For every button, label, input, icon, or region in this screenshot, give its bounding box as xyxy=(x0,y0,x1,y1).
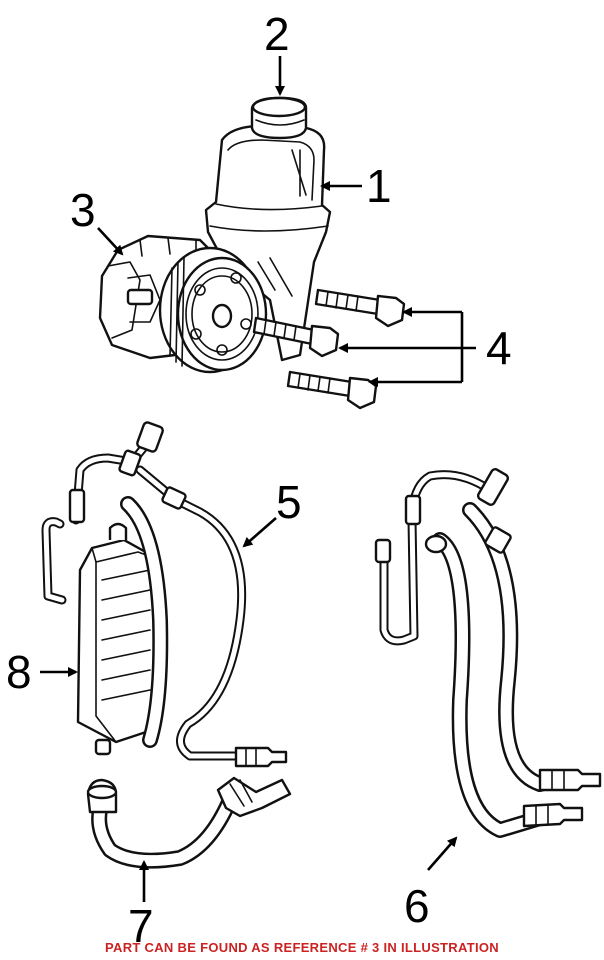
mounting-bolts xyxy=(252,288,406,410)
callout-7: 7 xyxy=(128,900,154,952)
arrow-4 xyxy=(338,307,476,387)
reservoir-cap xyxy=(250,96,308,140)
callout-3: 3 xyxy=(70,184,96,236)
callout-5: 5 xyxy=(276,476,302,528)
arrow-6 xyxy=(427,836,458,871)
hose-set-right xyxy=(374,468,602,838)
pulley xyxy=(158,246,268,374)
callout-1: 1 xyxy=(366,160,392,212)
bolt-middle xyxy=(252,316,340,358)
pressure-hose xyxy=(68,421,288,768)
bolt-top xyxy=(314,288,406,328)
callout-8: 8 xyxy=(6,646,32,698)
arrow-5 xyxy=(242,517,277,548)
callout-6: 6 xyxy=(404,880,430,932)
power-steering-pump-assembly xyxy=(98,96,406,410)
footer-note: PART CAN BE FOUND AS REFERENCE # 3 IN IL… xyxy=(105,940,499,955)
callout-2: 2 xyxy=(264,8,290,60)
callout-numbers: 1 2 3 4 5 6 7 8 xyxy=(6,8,512,952)
arrow-3 xyxy=(97,227,124,256)
oil-cooler xyxy=(41,517,162,756)
bolt-bottom xyxy=(286,370,378,410)
leader-arrows xyxy=(40,56,476,902)
callout-4: 4 xyxy=(486,322,512,374)
